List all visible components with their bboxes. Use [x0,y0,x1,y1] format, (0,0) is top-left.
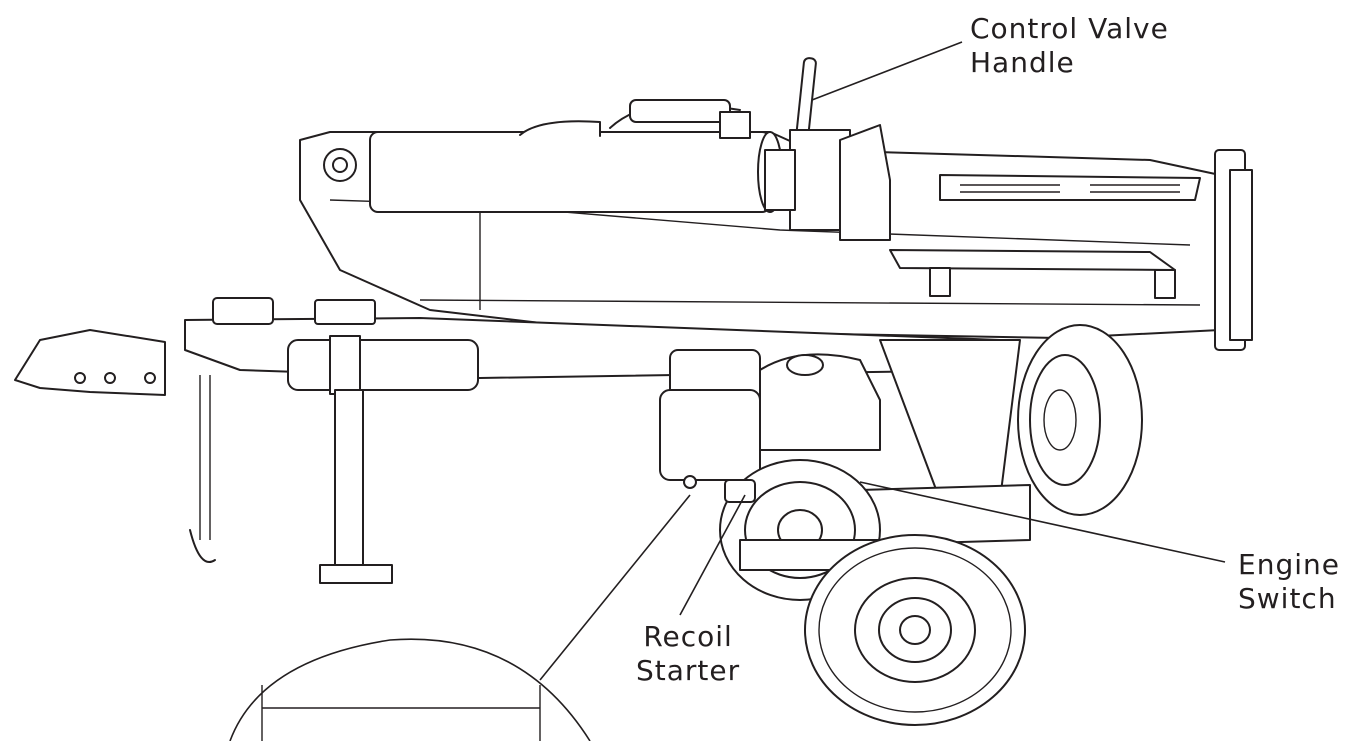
control-valve-handle-label: Control Valve Handle [970,12,1169,80]
axle-frame [859,339,1031,546]
engine-switch-label: Engine Switch [1238,548,1340,616]
engine-switch-label-line1: Engine [1238,548,1340,581]
control-valve-label-line1: Control Valve [970,12,1169,45]
recoil-starter-label: Recoil Starter [636,620,740,688]
leader-line-detail [539,494,691,681]
leader-line-control-valve [811,41,963,101]
control-valve-label-line2: Handle [970,46,1075,79]
engine-switch-label-line2: Switch [1238,582,1337,615]
jack-stand [319,389,393,584]
hydraulic-cylinder [323,99,783,213]
recoil-starter-label-line2: Starter [636,654,741,687]
detail-callout-circle [229,638,591,741]
splitting-wedge [889,149,1253,351]
rear-wheel [1017,324,1143,516]
front-wheel [804,534,1026,726]
leader-line-recoil-starter [679,494,746,616]
leader-line-engine-switch [859,481,1226,563]
recoil-starter-label-line1: Recoil [643,620,733,653]
control-valve [764,57,891,241]
